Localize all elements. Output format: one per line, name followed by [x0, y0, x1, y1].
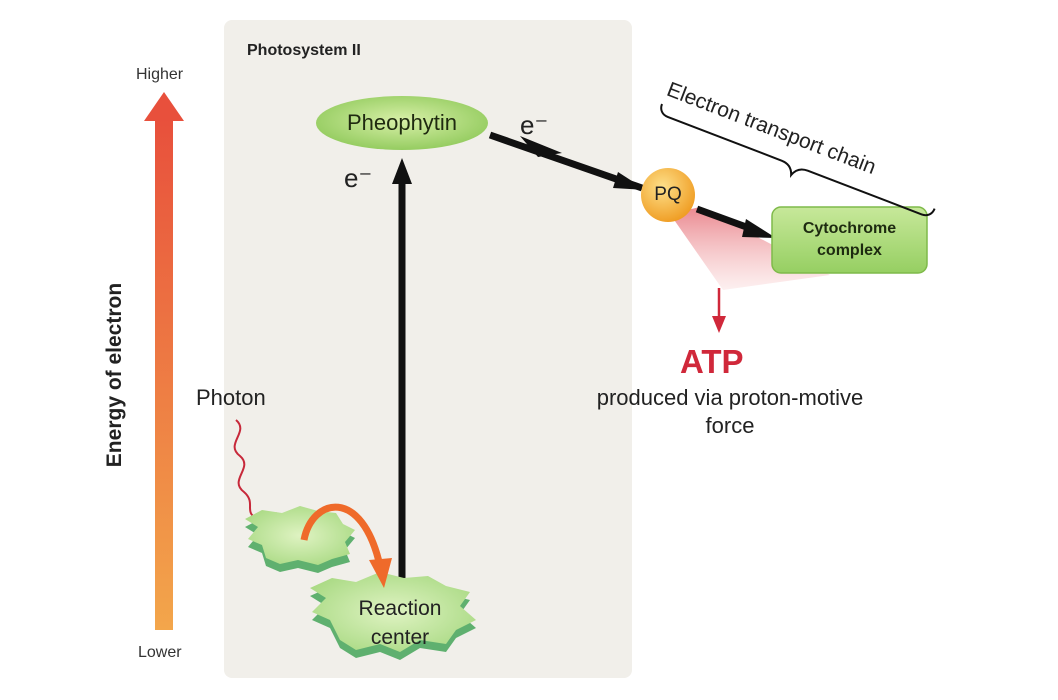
reaction-center-pigment [310, 572, 476, 660]
photosystem-ii-title: Photosystem II [247, 42, 361, 59]
energy-lower-label: Lower [138, 644, 182, 661]
electron-label-vertical: e⁻ [344, 163, 373, 193]
energy-axis-label: Energy of electron [103, 282, 126, 468]
antenna-pigment [245, 506, 355, 573]
pheophytin-to-pq-arrow [488, 131, 646, 192]
pq-to-cytochrome-arrow [695, 205, 776, 238]
pheophytin-node [316, 96, 488, 150]
pq-label: PQ [654, 184, 682, 205]
pq-node [641, 168, 695, 222]
atp-arrow [712, 288, 726, 333]
etc-brace [660, 103, 936, 217]
energy-higher-label: Higher [136, 66, 184, 83]
cytochrome-complex-label: Cytochrome complex [802, 220, 897, 259]
atp-description: produced via proton-motive force [596, 385, 864, 438]
pheophytin-label: Pheophytin [346, 110, 458, 135]
photon-label: Photon [196, 385, 266, 410]
electron-label-transfer: e⁻ [520, 110, 549, 140]
reaction-center-label: Reaction center [358, 597, 442, 649]
excitation-transfer-arrow [300, 503, 392, 588]
cytochrome-complex-node [771, 206, 928, 274]
atp-label: ATP [680, 343, 744, 380]
vertical-electron-arrow [392, 158, 412, 580]
energy-axis-arrow [144, 92, 184, 630]
